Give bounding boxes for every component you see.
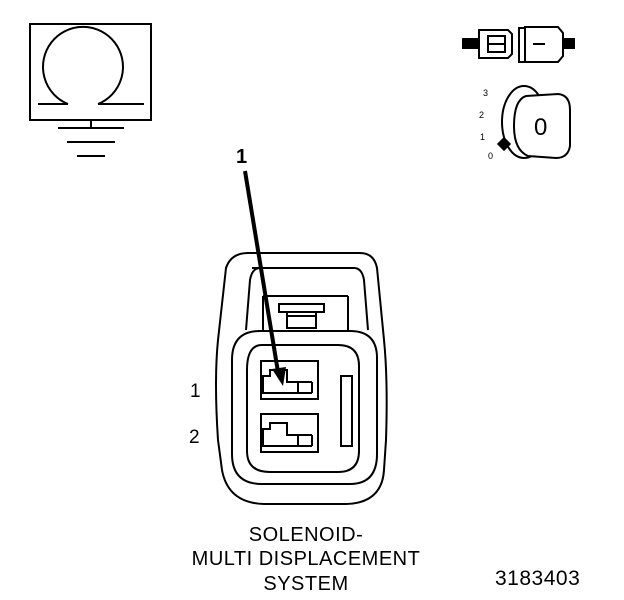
ignition-position-2: 2: [479, 110, 485, 120]
ignition-position-0: 0: [488, 151, 494, 161]
connector-shroud: [215, 252, 388, 505]
ignition-key-icon: [496, 85, 571, 160]
callout-leader: [243, 170, 286, 386]
terminal-cavity-2: [260, 413, 319, 453]
connector-body: [231, 330, 378, 485]
locking-tab: [278, 303, 325, 329]
ignition-key-mark: 0: [534, 114, 548, 141]
ignition-position-3: 3: [483, 88, 489, 98]
polarization-slot: [340, 375, 353, 447]
ohmmeter-ground-icon: [29, 23, 152, 157]
ignition-position-1: 1: [480, 132, 486, 142]
caption-line-1: SOLENOID-: [248, 524, 364, 546]
terminal-cavity-1: [260, 360, 319, 400]
connector-face: [215, 252, 388, 505]
pin-label-2: 2: [189, 427, 200, 448]
caption-line-2: MULTI DISPLACEMENT: [191, 548, 421, 570]
pin-label-1: 1: [190, 381, 201, 402]
callout-number: 1: [236, 146, 248, 168]
connector-disconnected-icon: [462, 26, 575, 63]
caption-line-3: SYSTEM: [263, 573, 349, 595]
figure-id: 3183403: [495, 567, 581, 590]
